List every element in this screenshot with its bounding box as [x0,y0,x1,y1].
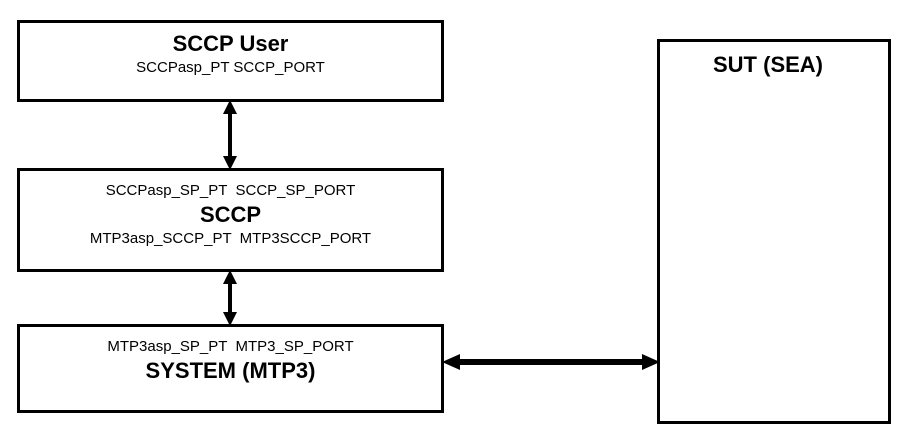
double-arrow-vertical-icon [223,100,237,170]
box-sccp[interactable]: SCCPasp_SP_PT SCCP_SP_PORT SCCP MTP3asp_… [17,168,444,272]
connector-system-mtp3-to-sut-sea [442,347,660,377]
box-sccp-title: SCCP [199,202,262,227]
box-system-mtp3-ports: MTP3asp_SP_PT MTP3_SP_PORT [107,338,354,355]
box-sut-sea[interactable]: SUT (SEA) [657,39,891,424]
double-arrow-horizontal-icon [442,354,660,370]
box-sccp-user[interactable]: SCCP User SCCPasp_PT SCCP_PORT [17,20,444,102]
box-sccp-user-ports: SCCPasp_PT SCCP_PORT [136,59,325,76]
box-sccp-lower-ports: MTP3asp_SCCP_PT MTP3SCCP_PORT [89,230,372,247]
connector-sccp-user-to-sccp [215,100,245,170]
box-sccp-upper-ports: SCCPasp_SP_PT SCCP_SP_PORT [105,182,356,199]
double-arrow-vertical-icon [223,270,237,326]
box-system-mtp3-title: SYSTEM (MTP3) [145,358,316,383]
box-system-mtp3[interactable]: MTP3asp_SP_PT MTP3_SP_PORT SYSTEM (MTP3) [17,324,444,413]
box-sut-sea-title: SUT (SEA) [713,52,823,77]
box-sccp-user-title: SCCP User [172,31,289,56]
connector-sccp-to-system-mtp3 [215,270,245,326]
